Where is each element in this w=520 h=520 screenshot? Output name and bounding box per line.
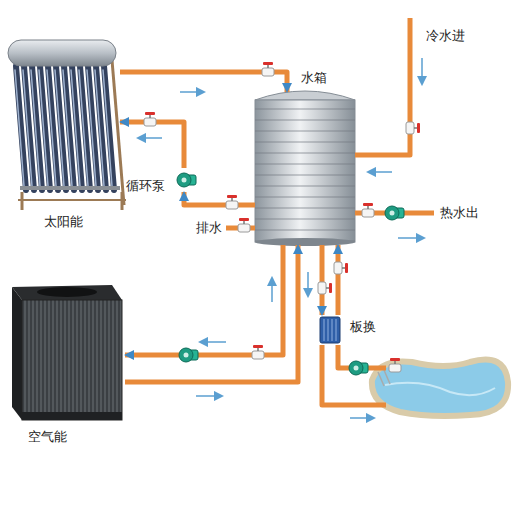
water-tank-node: 水箱 [255, 92, 355, 245]
drain-label: 排水 [196, 220, 222, 236]
pipe-connector [336, 245, 341, 315]
heat-pump-node: 空气能 [8, 285, 125, 425]
pipe-connector [184, 192, 255, 205]
pipe-connector [125, 245, 283, 355]
flow-arrow [138, 58, 424, 418]
circulation-pump-node: 循环泵 [172, 168, 196, 192]
pool-pipe [322, 345, 386, 405]
node-label: 空气能 [28, 429, 67, 445]
pipe-connector [120, 122, 184, 168]
plate-exchanger-node: 板换 [318, 315, 342, 345]
solar-collector [8, 40, 126, 210]
plate-heat-exchanger [320, 317, 340, 343]
valve [144, 62, 420, 372]
solar-collector-node: 太阳能 [8, 38, 120, 212]
node-label: 板换 [350, 319, 376, 335]
pump [177, 173, 404, 375]
cold-water-pipe [355, 18, 410, 155]
pipe-connector [320, 245, 325, 315]
node-label: 水箱 [301, 70, 327, 86]
pipe-connector [125, 245, 298, 382]
node-label: 循环泵 [126, 178, 165, 194]
water-tank [255, 91, 355, 246]
node-label: 太阳能 [44, 214, 83, 230]
hot-water-out-label: 热水出 [440, 205, 479, 221]
pipe [226, 18, 434, 405]
heat-pump-unit [12, 285, 122, 420]
cold-water-in-label: 冷水进 [426, 28, 465, 44]
